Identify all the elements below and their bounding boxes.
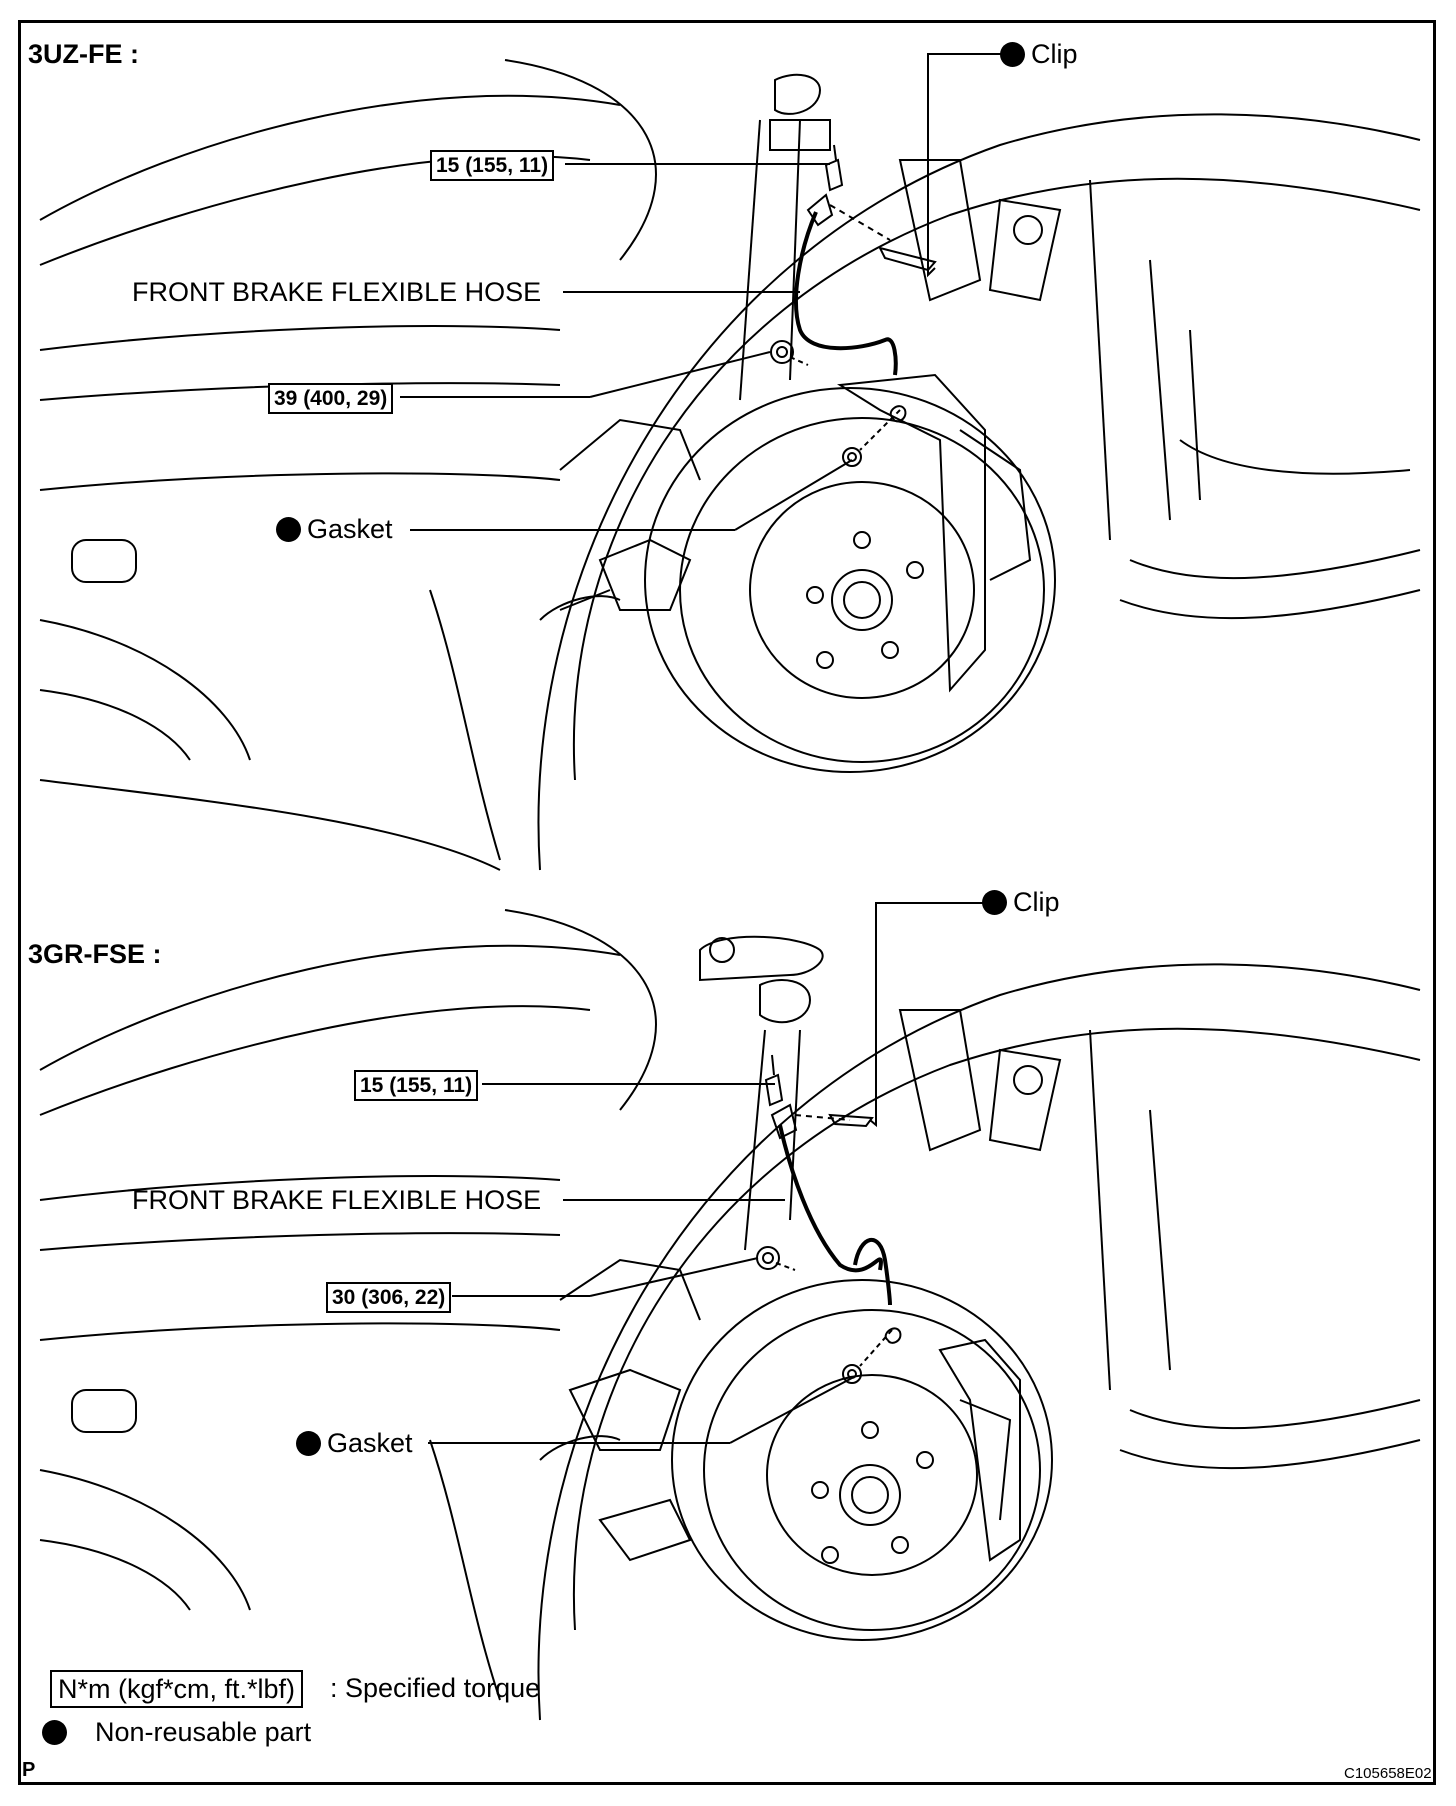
gasket-callout-top: Gasket <box>276 513 393 545</box>
figure-id: C105658E02 <box>1344 1765 1432 1782</box>
gasket-label: Gasket <box>307 514 393 544</box>
nonreusable-dot-icon <box>982 890 1007 915</box>
clip-callout-bottom: Clip <box>982 886 1060 918</box>
torque-legend-desc: : Specified torque <box>330 1673 541 1703</box>
nonreusable-dot-icon <box>276 517 301 542</box>
hose-label-bottom: FRONT BRAKE FLEXIBLE HOSE <box>132 1185 542 1215</box>
top-vehicle-drawing <box>39 59 1421 871</box>
page-mark: P <box>22 1759 36 1781</box>
torque-union-bolt-top: 15 (155, 11) <box>430 150 555 181</box>
gasket-label: Gasket <box>327 1428 413 1458</box>
engine-label-3uz-fe: 3UZ-FE : <box>28 39 139 69</box>
nonreusable-dot-icon <box>296 1431 321 1456</box>
bottom-vehicle-drawing <box>39 909 1421 1721</box>
engine-label-3gr-fse: 3GR-FSE : <box>28 939 162 969</box>
torque-bolt-bottom: 30 (306, 22) <box>326 1282 452 1313</box>
figure-frame <box>18 20 1436 1785</box>
nonreusable-legend: Non-reusable part <box>42 1716 311 1748</box>
nonreusable-legend-label: Non-reusable part <box>95 1717 312 1747</box>
nonreusable-dot-icon <box>1000 42 1025 67</box>
torque-legend-box: N*m (kgf*cm, ft.*lbf) <box>50 1670 304 1708</box>
clip-label: Clip <box>1013 887 1060 917</box>
bottom-leader-lines <box>428 902 985 1444</box>
clip-callout-top: Clip <box>1000 38 1078 70</box>
clip-label: Clip <box>1031 39 1078 69</box>
torque-bolt-top: 39 (400, 29) <box>268 383 394 414</box>
hose-label-top: FRONT BRAKE FLEXIBLE HOSE <box>132 277 542 307</box>
nonreusable-dot-icon <box>42 1720 67 1745</box>
gasket-callout-bottom: Gasket <box>296 1427 413 1459</box>
torque-union-bolt-bottom: 15 (155, 11) <box>354 1070 479 1101</box>
top-leader-lines <box>400 53 1002 531</box>
